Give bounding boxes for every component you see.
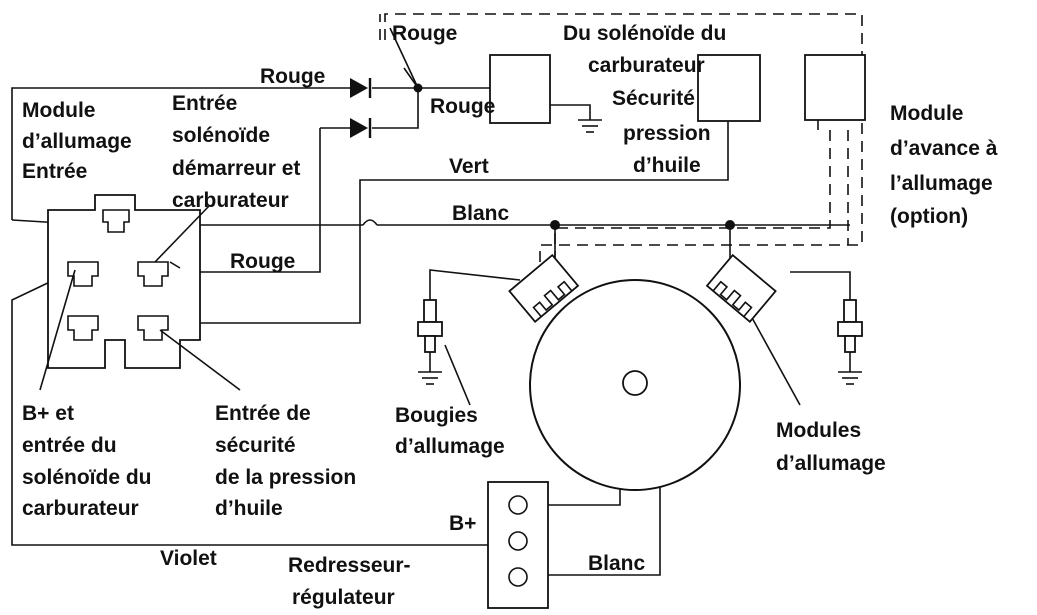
junction-dot-white-left [550,220,560,230]
advance-module-box [804,54,866,121]
rectifier-regulator [487,481,549,609]
junction-dot-white-right [725,220,735,230]
label-bplus-reg: B+ [449,512,476,535]
wires [11,67,851,576]
ignition-module-right [705,253,777,324]
carburetor-solenoid-box [489,54,551,124]
label-modules-2: d’allumage [776,452,886,475]
flywheel-hub [622,370,648,396]
label-violet: Violet [160,547,217,570]
oil-pressure-switch-box [697,54,761,122]
label-securite-2: pression [623,122,711,145]
label-redresseur-1: Redresseur- [288,554,411,577]
label-bougies-1: Bougies [395,404,478,427]
label-rouge-top: Rouge [392,22,457,45]
label-entree-secu-4: d’huile [215,497,283,520]
label-bplus-3: solénoïde du [22,466,152,489]
label-module-avance-4: (option) [890,205,968,228]
label-bplus-4: carburateur [22,497,139,520]
label-securite-3: d’huile [633,154,701,177]
label-entree-solenoide-2: solénoïde [172,124,270,147]
label-entree-solenoide-3: démarreur et [172,157,300,180]
ignition-module-left [508,253,580,324]
label-entree-secu-2: sécurité [215,434,296,457]
diode-lower [350,118,372,138]
label-bougies-2: d’allumage [395,435,505,458]
spark-plug-right [837,299,863,385]
label-modules-1: Modules [776,419,861,442]
label-module-avance-1: Module [890,102,964,125]
label-redresseur-2: régulateur [292,586,395,609]
label-module-allumage-3: Entrée [22,160,87,183]
label-bplus-2: entrée du [22,434,117,457]
ignition-module-connector [47,194,201,369]
label-rouge-left: Rouge [260,65,325,88]
label-module-avance-2: d’avance à [890,137,998,160]
label-blanc-top: Blanc [452,202,510,225]
label-entree-secu-1: Entrée de [215,402,311,425]
label-vert: Vert [449,155,489,178]
leader-lines [39,27,801,406]
label-securite-1: Sécurité [612,87,695,110]
label-rouge-lower: Rouge [230,250,295,273]
label-du-solenoide-2: carburateur [588,54,705,77]
diode-upper [350,78,372,98]
label-entree-solenoide-1: Entrée [172,92,237,115]
spark-plug-left [417,299,443,385]
label-entree-secu-3: de la pression [215,466,356,489]
label-bplus-1: B+ et [22,402,74,425]
label-rouge-mid: Rouge [430,95,495,118]
label-module-avance-3: l’allumage [890,172,993,195]
label-du-solenoide-1: Du solénoïde du [563,22,726,45]
label-blanc-bottom: Blanc [588,552,646,575]
label-module-allumage-1: Module [22,99,96,122]
label-module-allumage-2: d’allumage [22,130,132,153]
label-entree-solenoide-4: carburateur [172,189,289,212]
